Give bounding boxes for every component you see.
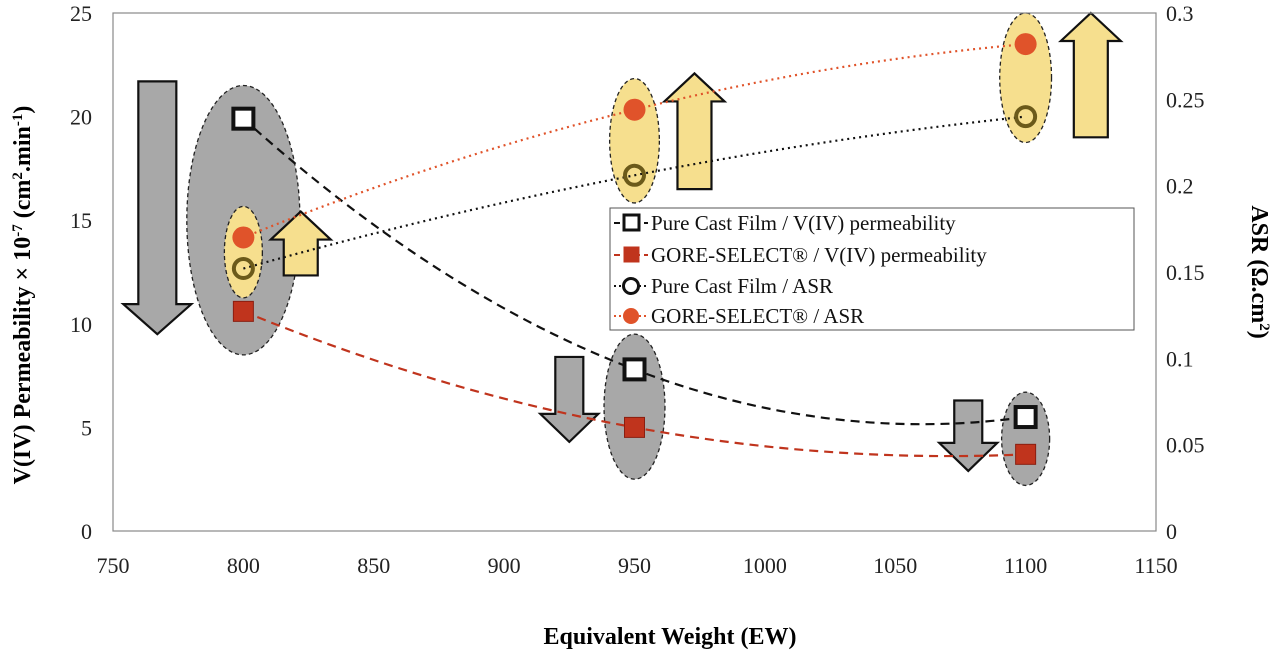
legend-label: GORE-SELECT® / V(IV) permeability <box>651 243 987 267</box>
annotations-layer <box>120 11 1124 487</box>
yellow-ellipse <box>999 12 1053 144</box>
data-point-circle-open <box>1014 105 1038 129</box>
data-point-circle-filled <box>1014 33 1037 56</box>
y-right-tick-label: 0.1 <box>1166 346 1194 371</box>
data-point-circle-open <box>231 257 255 281</box>
legend-marker-square-open <box>622 213 641 232</box>
ticks-layer: 750 800 850 900 950 1000 1050 1100 1150 0 5 10 15 20 2… <box>70 1 1205 578</box>
y-left-tick-label: 25 <box>70 1 92 26</box>
data-point-circle-filled <box>232 226 255 249</box>
data-point-square-open <box>231 106 256 131</box>
data-point-square-open <box>622 357 647 382</box>
x-tick-label: 750 <box>97 553 130 578</box>
legend-label: GORE-SELECT® / ASR <box>651 304 864 328</box>
y-left-tick-label: 20 <box>70 105 92 130</box>
up-arrow-icon <box>661 71 728 191</box>
y-right-tick-label: 0.2 <box>1166 174 1194 199</box>
x-tick-label: 1100 <box>1004 553 1047 578</box>
legend-item: Pure Cast Film / ASR <box>614 274 833 298</box>
y-left-tick-label: 15 <box>70 208 92 233</box>
x-tick-label: 1150 <box>1134 553 1177 578</box>
plot-frame <box>112 12 1157 532</box>
legend-item: Pure Cast Film / V(IV) permeability <box>614 211 956 235</box>
y-axis-right-title: ASR (Ω.cm2) <box>1246 205 1272 338</box>
y-right-tick-label: 0 <box>1166 519 1177 544</box>
legend-marker-circle-open <box>622 277 640 295</box>
y-left-tick-label: 0 <box>81 519 92 544</box>
series-line <box>243 115 1026 270</box>
legend-item: GORE-SELECT® / ASR <box>614 304 864 328</box>
y-right-tick-label: 0.15 <box>1166 260 1205 285</box>
x-tick-label: 1050 <box>873 553 917 578</box>
x-tick-label: 800 <box>227 553 260 578</box>
legend-item: GORE-SELECT® / V(IV) permeability <box>614 243 987 267</box>
up-arrow-icon <box>267 210 334 277</box>
legend-label: Pure Cast Film / ASR <box>651 274 833 298</box>
legend-marker-circle-filled <box>623 308 639 324</box>
x-tick-label: 900 <box>488 553 521 578</box>
legend: Pure Cast Film / V(IV) permeability GORE… <box>609 207 1135 331</box>
grey-ellipse <box>603 333 666 480</box>
y-axis-left-title: V(IV) Permeability × 10-7 (cm2.min-1) <box>10 106 36 485</box>
x-tick-label: 950 <box>618 553 651 578</box>
series-line <box>242 42 1026 239</box>
y-left-tick-label: 5 <box>81 415 92 440</box>
down-arrow-icon <box>936 399 1000 473</box>
legend-marker-square-filled <box>623 246 640 263</box>
down-arrow-icon <box>120 80 195 336</box>
yellow-ellipse <box>223 205 264 299</box>
x-tick-label: 850 <box>357 553 390 578</box>
legend-box <box>609 207 1135 331</box>
data-point-square-filled <box>624 416 645 438</box>
y-left-tick-label: 10 <box>70 312 92 337</box>
data-point-circle-filled <box>623 98 646 121</box>
data-point-square-filled <box>232 300 254 322</box>
x-axis-title: Equivalent Weight (EW) <box>544 624 797 650</box>
markers-layer <box>231 33 1038 465</box>
data-point-square-filled <box>1015 443 1037 465</box>
y-right-tick-label: 0.05 <box>1166 433 1205 458</box>
y-right-tick-label: 0.3 <box>1166 1 1194 26</box>
down-arrow-icon <box>537 355 602 444</box>
y-right-tick-label: 0.25 <box>1166 87 1205 112</box>
up-arrow-icon <box>1058 11 1124 139</box>
data-point-circle-open <box>623 163 646 187</box>
x-tick-label: 1000 <box>743 553 787 578</box>
data-point-square-open <box>1013 405 1038 430</box>
legend-label: Pure Cast Film / V(IV) permeability <box>651 211 956 235</box>
